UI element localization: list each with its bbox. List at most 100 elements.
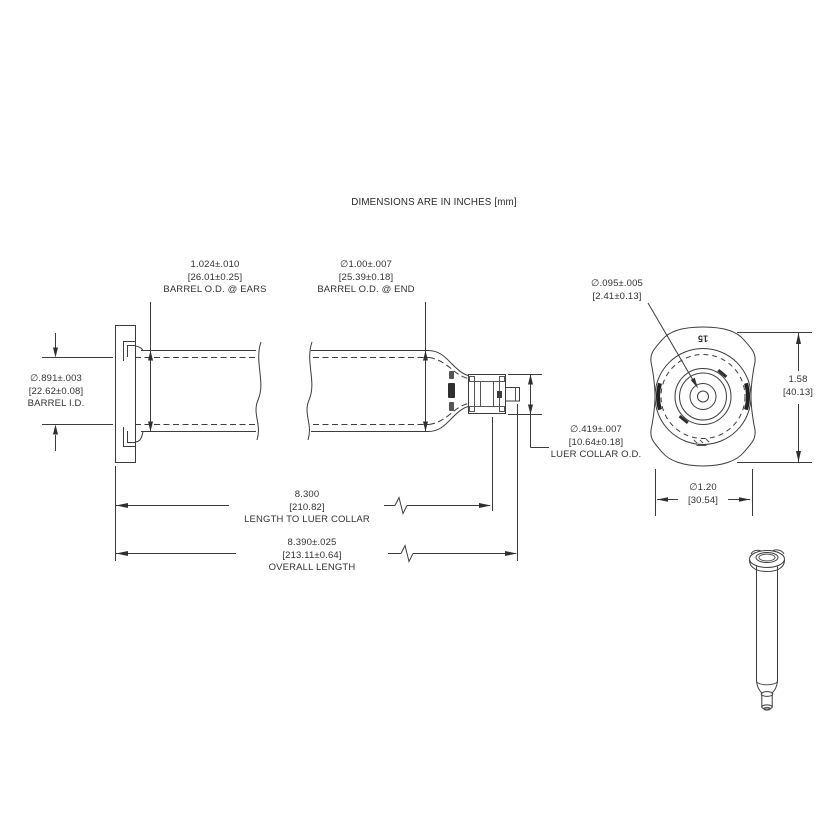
dim-mm: [210.82] [242,501,372,515]
isometric-view [749,549,785,711]
dim-inches: ∅.419±.007 [570,424,622,435]
dim-label-barrel-id: ∅.891±.003 [22.62±0.08] BARREL I.D. [28,373,85,411]
arrowhead [796,451,801,462]
break-line-left [255,341,262,441]
barrel-outer-walls [141,350,428,432]
arrowhead [116,503,128,508]
dim-caption: OVERALL LENGTH [266,562,358,575]
taper-bottom [427,406,469,432]
dim-line-end-height [737,332,812,463]
barrel-id-circle-dashed [660,354,746,439]
mold-mark [448,383,455,398]
mold-logo-mark [693,438,710,446]
flange-ears-contour [650,326,756,467]
side-view-dimensions [42,302,549,563]
iso-tip-walls [761,695,773,707]
arrowhead [53,424,58,435]
arrowhead [423,421,428,432]
shoulder-inner-circle [679,372,727,421]
side-view [115,325,520,463]
barrel-od-circle [654,348,752,445]
dim-caption: BARREL O.D. @ EARS [163,284,267,296]
dim-line-overall-length [116,544,516,563]
mold-shade-left [656,382,662,411]
mold-shade-marks [678,368,728,425]
dim-inches: ∅.891±.003 [30,373,82,384]
luer-collar-key [497,391,502,398]
dim-line-length-to-luer [116,496,490,515]
mold-cavity-number: 15 [697,333,709,344]
iso-barrel-opening [755,552,779,563]
arrowhead [148,350,153,361]
dim-caption: BARREL O.D. @ END [317,284,415,296]
arrowhead [505,551,517,556]
arrowhead [796,333,801,344]
extension-lines [115,404,518,561]
arrowhead [739,497,750,502]
dim-inches: ∅.095±.005 [591,278,643,289]
dim-caption: LUER COLLAR O.D. [550,449,642,461]
iso-flange-wave [750,549,785,555]
arrowhead [690,377,698,389]
arrowhead [53,347,58,358]
arrowhead [528,404,533,415]
iso-shoulder-arc [756,680,778,686]
mold-mark [449,371,454,379]
shoulder-circle [674,368,732,425]
mold-mark [449,402,454,411]
dim-mm: [30.54] [685,494,721,508]
luer-tip-outline [505,387,520,402]
dim-mm: [40.13] [782,386,814,398]
dim-label-end-width: ∅1.20 [30.54] [685,482,721,508]
dim-mm: [213.11±0.64] [266,549,358,563]
break-line-right [306,341,313,441]
arrowhead [148,421,153,432]
arrowhead [116,551,128,556]
mold-shade-right [744,382,750,411]
barrel-inner-walls-dashed [135,357,429,425]
flange-outline [115,325,136,463]
dim-label-barrel-od-end: ∅1.00±.007 [25.39±0.18] BARREL O.D. @ EN… [317,259,414,297]
iso-barrel-opening-inner [758,553,776,562]
dim-label-barrel-od-ears: 1.024±.010 [26.01±0.25] BARREL O.D. @ EA… [163,259,266,297]
dim-inches: 8.390±.025 [266,537,358,550]
flange-notch-top [123,341,136,361]
arrowhead [528,374,533,385]
dim-line-luer-collar-od [508,374,549,448]
dim-inches: 1.024±.010 [190,259,240,270]
dim-mm: [2.41±0.13] [592,290,642,302]
taper-top [427,350,469,376]
dim-mm: [10.64±0.18] [568,436,624,448]
dim-mm: [22.62±0.08] [28,385,84,397]
barrel-mold-marks [448,371,455,411]
luer-collar-detail [469,376,505,412]
dim-inches: 8.300 [242,489,372,502]
units-note: DIMENSIONS ARE IN INCHES [mm] [351,197,517,208]
dim-caption: LENGTH TO LUER COLLAR [242,514,372,527]
dim-mm: [25.39±0.18] [338,271,394,283]
dim-mm: [26.01±0.25] [187,271,243,283]
arrowhead [423,350,428,361]
arrowhead [657,497,668,502]
dim-label-luer-collar-od: ∅.419±.007 [10.64±0.18] LUER COLLAR O.D. [551,424,642,462]
iso-flange-top [749,550,785,568]
flange-notch-bottom [123,427,136,447]
dim-caption: BARREL I.D. [27,398,85,410]
taper-inner-bottom-dashed [428,403,469,425]
iso-tip-end [761,704,773,710]
leader-line-orifice [647,302,694,381]
flange-fillets [135,345,144,443]
dim-inches: ∅1.20 [685,482,721,495]
luer-collar-inner [474,381,500,407]
iso-tip-collar [760,691,774,697]
dim-label-orifice: ∅.095±.005 [2.41±0.13] [591,278,643,303]
iso-tip-orifice [763,706,771,711]
iso-body-walls [756,566,778,681]
end-view [647,302,812,516]
taper-inner-top-dashed [428,357,469,379]
orifice-circle [697,390,709,403]
dim-inches: ∅1.00±.007 [340,259,392,270]
dim-line-barrel-id [42,333,113,451]
